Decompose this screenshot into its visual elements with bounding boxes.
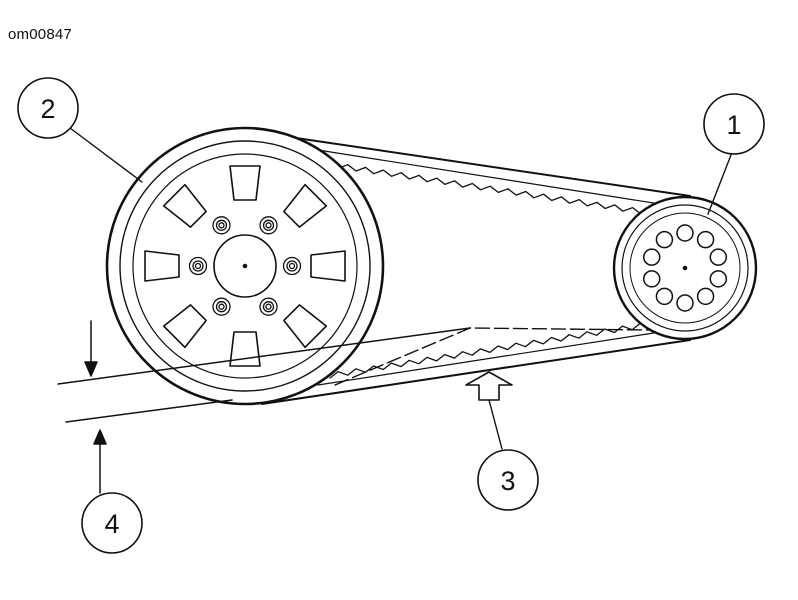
crankshaft-pulley <box>105 126 385 406</box>
sprocket-hole <box>655 287 674 306</box>
spoke-window <box>283 304 328 349</box>
sprocket-hole <box>642 270 661 288</box>
callout-4-label: 4 <box>104 509 119 539</box>
callout-2-label: 2 <box>40 94 55 124</box>
pulley-spoke-windows <box>144 165 346 367</box>
callout-2: 2 <box>17 77 143 183</box>
sprocket-hole <box>709 270 728 288</box>
sprocket-hole <box>696 230 715 249</box>
belt-teeth-upper <box>329 161 652 215</box>
sprocket-hole <box>709 248 728 266</box>
deflection-measurement <box>57 320 471 494</box>
bolt <box>282 256 302 276</box>
bolt <box>188 256 208 276</box>
spoke-window <box>229 165 261 201</box>
camshaft-sprocket <box>612 195 758 341</box>
callout-4: 4 <box>81 492 143 554</box>
bolt <box>212 297 231 316</box>
spoke-window <box>162 183 207 228</box>
callout-3-label: 3 <box>500 466 515 496</box>
callout-1-label: 1 <box>726 110 741 140</box>
spoke-window <box>162 304 207 349</box>
sprocket-holes <box>642 224 728 312</box>
sprocket-hole <box>676 224 694 242</box>
belt-teeth-lower <box>329 322 651 379</box>
sprocket-hole <box>655 230 674 249</box>
bolt <box>212 216 231 235</box>
push-arrow <box>465 371 513 401</box>
pulley-bolts <box>188 216 302 316</box>
sprocket-hole <box>642 248 661 266</box>
spoke-window <box>283 183 328 228</box>
drive-belt <box>261 132 691 405</box>
spoke-window <box>229 331 261 367</box>
spoke-window <box>310 250 346 282</box>
sprocket-hole <box>676 294 694 312</box>
bolt <box>259 216 278 235</box>
callout-3: 3 <box>477 399 539 511</box>
bolt <box>259 297 278 316</box>
spoke-window <box>144 250 180 282</box>
figure-id-label: om00847 <box>8 26 72 43</box>
sprocket-hole <box>696 287 715 306</box>
callout-1: 1 <box>703 93 765 215</box>
